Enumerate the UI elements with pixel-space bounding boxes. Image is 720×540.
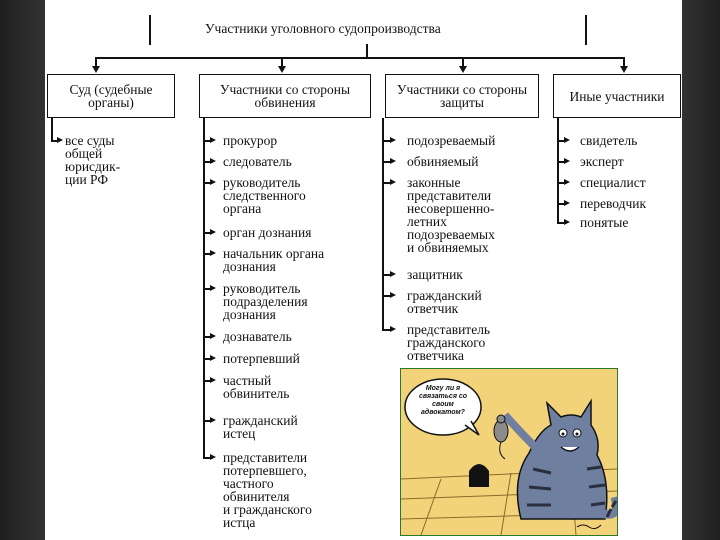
defense-item: законные представители несовершенно- лет… <box>407 176 495 254</box>
diagram-title: Участники уголовного судопроизводства <box>205 22 441 36</box>
arrow-right-icon <box>564 200 570 206</box>
arrow-right-icon <box>210 179 216 185</box>
arrow-right-icon <box>210 377 216 383</box>
column-header-defense: Участники со стороны защиты <box>385 74 539 118</box>
title-right-bracket <box>585 15 587 45</box>
other-item: специалист <box>580 176 646 189</box>
defense-item: гражданский ответчик <box>407 289 482 315</box>
court-item: все суды общей юрисдик- ции РФ <box>65 134 120 186</box>
arrow-right-icon <box>210 158 216 164</box>
defense-item: защитник <box>407 268 463 281</box>
prosecution-item: потерпевший <box>223 352 300 365</box>
cat-mouse-cartoon: Могу ли я связаться со своим адвокатом? <box>401 369 617 535</box>
column-header-court: Суд (судебные органы) <box>47 74 175 118</box>
slide-sheet: Участники уголовного судопроизводства Су… <box>45 0 682 540</box>
arrow-down-icon <box>92 66 100 73</box>
arrow-right-icon <box>390 137 396 143</box>
title-connector <box>95 57 623 59</box>
arrow-right-icon <box>210 454 216 460</box>
arrow-right-icon <box>390 326 396 332</box>
arrow-right-icon <box>210 250 216 256</box>
arrow-right-icon <box>564 137 570 143</box>
arrow-down-icon <box>278 66 286 73</box>
prosecution-item: начальник органа дознания <box>223 247 324 273</box>
defense-item: подозреваемый <box>407 134 495 147</box>
title-stem <box>366 44 368 58</box>
prosecution-item: орган дознания <box>223 226 311 239</box>
other-item: понятые <box>580 216 628 229</box>
title-left-bracket <box>149 15 151 45</box>
prosecution-item: дознаватель <box>223 330 292 343</box>
arrow-right-icon <box>390 158 396 164</box>
arrow-right-icon <box>210 229 216 235</box>
other-item: эксперт <box>580 155 624 168</box>
arrow-right-icon <box>210 417 216 423</box>
arrow-right-icon <box>210 137 216 143</box>
speech-bubble-text: Могу ли я связаться со своим адвокатом? <box>411 385 475 417</box>
column-spine-court <box>51 118 53 140</box>
slide-frame-right <box>682 0 720 540</box>
arrow-right-icon <box>210 285 216 291</box>
prosecution-item: гражданский истец <box>223 414 298 440</box>
arrow-down-icon <box>459 66 467 73</box>
prosecution-item: следователь <box>223 155 292 168</box>
column-header-prosecution: Участники со стороны обвинения <box>199 74 371 118</box>
cartoon-illustration: Могу ли я связаться со своим адвокатом? <box>400 368 618 536</box>
column-header-other: Иные участники <box>553 74 681 118</box>
arrow-right-icon <box>564 179 570 185</box>
arrow-right-icon <box>564 158 570 164</box>
prosecution-item: представители потерпевшего, частного обв… <box>223 451 312 529</box>
column-spine-defense <box>382 118 384 330</box>
arrow-right-icon <box>390 271 396 277</box>
column-spine-other <box>557 118 559 222</box>
prosecution-item: частный обвинитель <box>223 374 289 400</box>
defense-item: представитель гражданского ответчика <box>407 323 490 362</box>
prosecution-item: руководитель следственного органа <box>223 176 306 215</box>
slide-frame-left <box>0 0 45 540</box>
other-item: свидетель <box>580 134 637 147</box>
prosecution-item: руководитель подразделения дознания <box>223 282 308 321</box>
other-item: переводчик <box>580 197 646 210</box>
arrow-right-icon <box>390 179 396 185</box>
arrow-right-icon <box>390 292 396 298</box>
arrow-right-icon <box>210 355 216 361</box>
arrow-right-icon <box>57 137 63 143</box>
defense-item: обвиняемый <box>407 155 478 168</box>
arrow-right-icon <box>210 333 216 339</box>
prosecution-item: прокурор <box>223 134 277 147</box>
arrow-down-icon <box>620 66 628 73</box>
arrow-right-icon <box>564 219 570 225</box>
